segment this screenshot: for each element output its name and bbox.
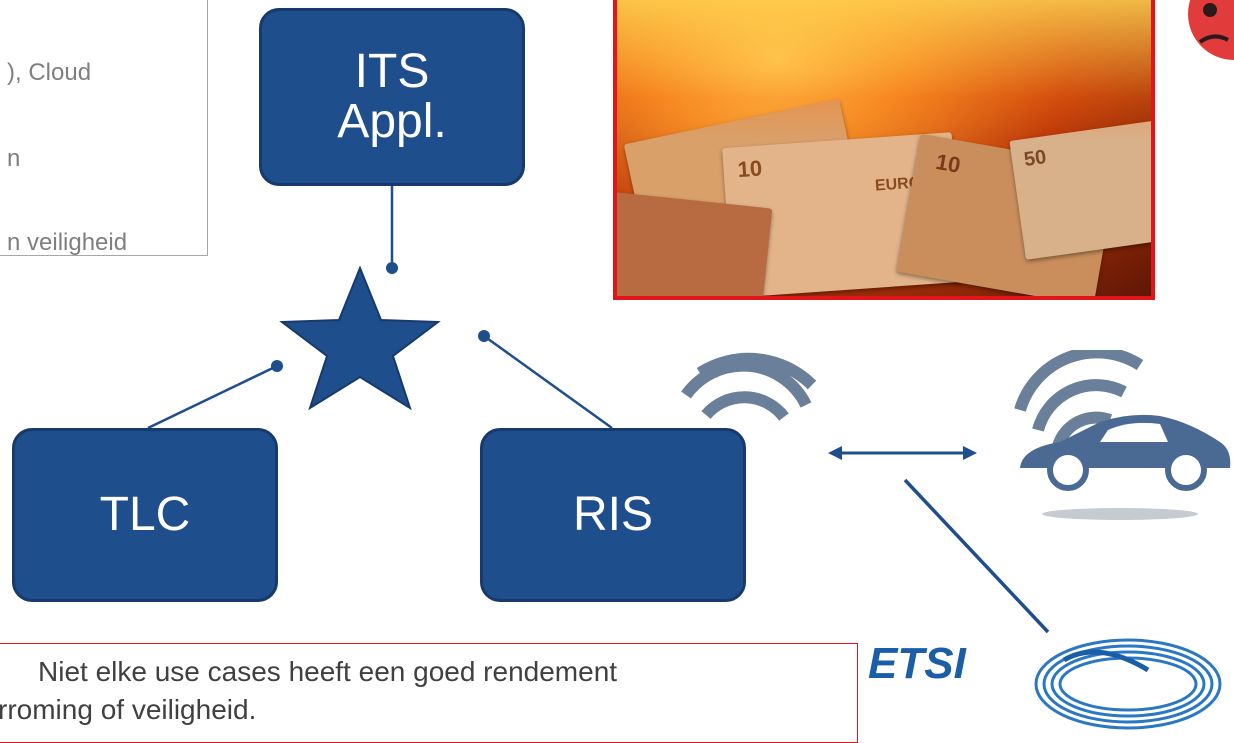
tlc-connector <box>147 364 278 430</box>
wifi-signal-icon <box>681 352 816 421</box>
sad-face-icon <box>1188 0 1234 60</box>
etsi-connector <box>903 478 1050 634</box>
etsi-logo: ETSI <box>868 638 1222 730</box>
textbox-line-1: ), Cloud <box>7 59 92 86</box>
arrow-right-head <box>963 446 977 460</box>
textbox-line-3: n veiligheid <box>7 229 128 256</box>
banknote-denomination: 10 <box>933 148 963 178</box>
tlc-connector-dot <box>271 360 283 372</box>
etsi-logo-text: ETSI <box>868 639 967 688</box>
conclusion-line-1: Niet elke use cases heeft een goed rende… <box>38 656 618 687</box>
textbox-line-2: n <box>7 145 21 172</box>
banknote-denomination: 10 <box>736 155 763 183</box>
info-textbox: ), Cloud n n veiligheid <box>0 0 208 256</box>
tlc-label: TLC <box>99 487 191 541</box>
car-icon <box>1014 350 1231 520</box>
burning-money-photo: 10 EURO 10 50 <box>613 0 1155 300</box>
banknote <box>617 191 773 296</box>
car-wifi-icon <box>1014 350 1144 412</box>
conclusion-line-2: rroming of veiligheid. <box>0 694 257 725</box>
flames <box>617 0 1151 140</box>
its-connector-dot <box>386 262 398 274</box>
ris-label: RIS <box>572 487 653 541</box>
arrow-left-head <box>828 446 842 460</box>
banknote: 50 <box>1009 120 1151 260</box>
ris-connector-dot <box>478 330 490 342</box>
star-hub <box>279 265 441 411</box>
conclusion-box: Niet elke use cases heeft een goed rende… <box>0 643 858 743</box>
tlc-node: TLC <box>12 428 278 602</box>
its-appl-label: ITS Appl. <box>337 44 447 148</box>
etsi-logo-rings <box>1034 638 1222 730</box>
ris-connector <box>483 334 613 430</box>
ris-node: RIS <box>480 428 746 602</box>
its-appl-node: ITS Appl. <box>259 8 525 186</box>
banknote-denomination: 50 <box>1022 146 1048 172</box>
